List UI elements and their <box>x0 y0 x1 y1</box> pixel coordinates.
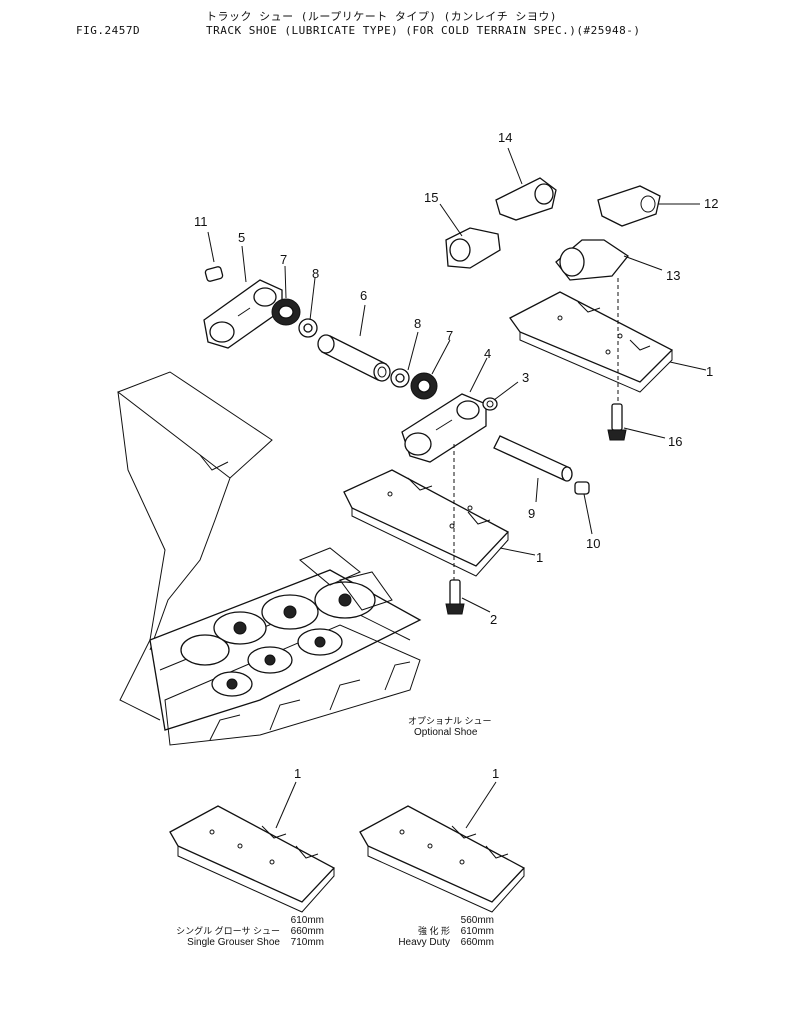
callout-1-single-grouser: 1 <box>294 766 301 781</box>
part-9-pin <box>493 435 573 482</box>
part-11-pin <box>204 266 224 282</box>
part-14-master-link <box>495 177 557 221</box>
part-7-seal-left <box>271 298 301 326</box>
callout-8-left: 8 <box>312 266 319 281</box>
part-5-link <box>203 279 283 349</box>
callout-16: 16 <box>668 434 682 449</box>
part-1-shoe-center <box>343 469 510 577</box>
callout-9: 9 <box>528 506 535 521</box>
part-2-bolt <box>445 579 465 615</box>
callout-numbers: 11 5 7 8 6 8 7 4 3 14 15 12 13 1 16 1 2 … <box>194 130 718 627</box>
part-8-spacer-right <box>390 368 410 388</box>
single-grouser-label-en: Single Grouser Shoe <box>187 937 280 948</box>
single-grouser-size-2: 660mm <box>290 926 324 937</box>
single-grouser-label-jp: シングル グローサ シュー <box>176 926 280 936</box>
part-15-master-link <box>445 227 501 269</box>
single-grouser-size-3: 710mm <box>290 937 324 948</box>
heavy-duty-size-3: 660mm <box>460 937 494 948</box>
optional-shoe-label-en: Optional Shoe <box>414 727 478 738</box>
callout-1-heavy-duty: 1 <box>492 766 499 781</box>
heavy-duty-label-jp: 強 化 形 <box>417 926 450 936</box>
callout-14: 14 <box>498 130 512 145</box>
optional-shoe-single-grouser: 1 <box>169 766 336 913</box>
callout-11: 11 <box>194 214 208 229</box>
part-7-seal-right <box>410 372 438 400</box>
single-grouser-size-1: 610mm <box>290 915 324 926</box>
part-16-bolt <box>607 403 627 441</box>
optional-shoe-heavy-duty: 1 <box>359 766 526 913</box>
callout-6: 6 <box>360 288 367 303</box>
leader-lines <box>207 147 707 613</box>
callout-13: 13 <box>666 268 680 283</box>
callout-10: 10 <box>586 536 600 551</box>
callout-12: 12 <box>704 196 718 211</box>
callout-1-center: 1 <box>536 550 543 565</box>
part-12-link-block <box>597 185 661 227</box>
callout-2: 2 <box>490 612 497 627</box>
part-8-spacer-left <box>298 318 318 338</box>
callout-3: 3 <box>522 370 529 385</box>
title-english: TRACK SHOE (LUBRICATE TYPE) (FOR COLD TE… <box>206 24 641 37</box>
heavy-duty-label-en: Heavy Duty <box>398 937 450 948</box>
part-1-shoe-upper <box>509 291 674 393</box>
part-13-link <box>555 239 629 281</box>
callout-4: 4 <box>484 346 491 361</box>
heavy-duty-size-2: 610mm <box>460 926 494 937</box>
part-3-washer <box>482 397 498 411</box>
title-japanese: トラック シュー (ループリケート タイプ) (カンレイチ シヨウ) <box>206 10 557 23</box>
callout-7-right: 7 <box>446 328 453 343</box>
heavy-duty-size-1: 560mm <box>460 915 494 926</box>
callout-5: 5 <box>238 230 245 245</box>
part-10-sleeve <box>574 481 590 495</box>
callout-8-right: 8 <box>414 316 421 331</box>
callout-15: 15 <box>424 190 438 205</box>
part-4-link <box>401 393 487 463</box>
part-6-bushing <box>317 334 391 382</box>
figure-number: FIG.2457D <box>76 24 141 37</box>
optional-shoe-label-jp: オプショナル シュー <box>408 716 492 726</box>
callout-7-left: 7 <box>280 252 287 267</box>
assembled-track <box>116 371 422 746</box>
callout-1-upper: 1 <box>706 364 713 379</box>
